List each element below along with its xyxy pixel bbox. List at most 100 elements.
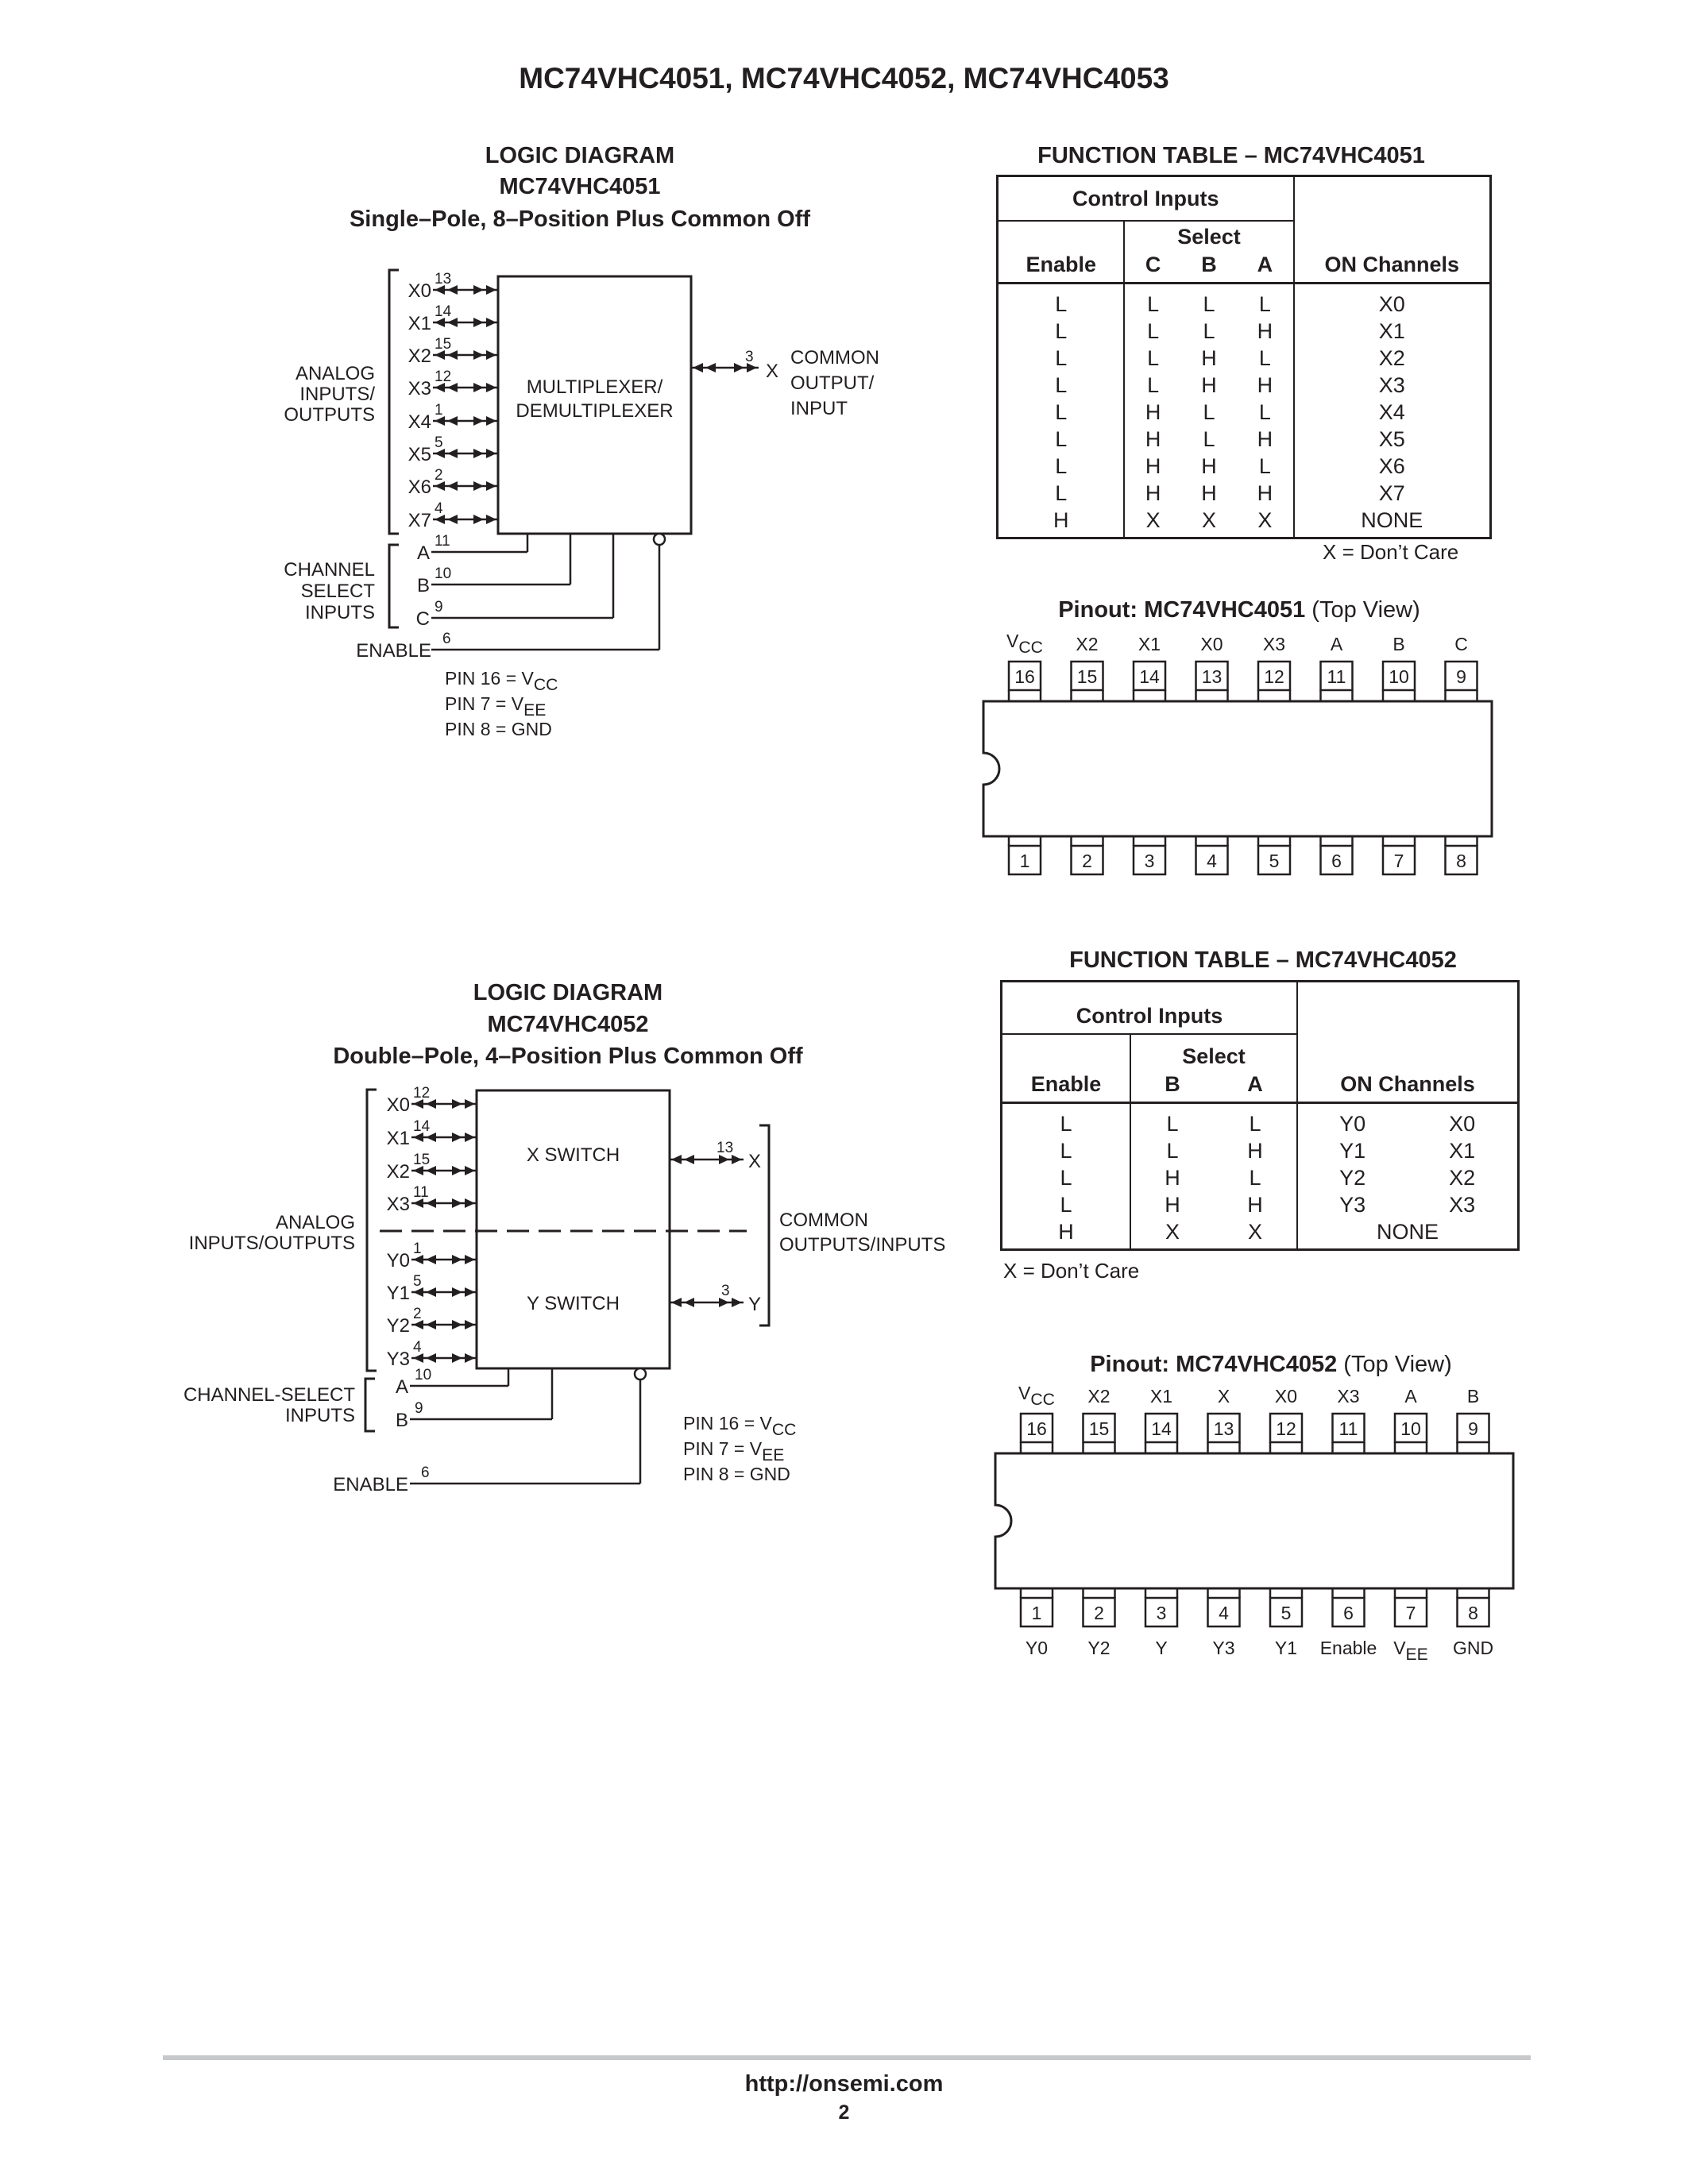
enable-inversion-bubble bbox=[652, 532, 666, 546]
input-arrow-X4-arrow-right bbox=[486, 416, 496, 426]
table-cell: H bbox=[1214, 1137, 1298, 1164]
select-label-A: A bbox=[396, 1376, 408, 1398]
top-pin-box bbox=[1331, 1412, 1365, 1444]
common-output-label: OUTPUT/ bbox=[790, 372, 875, 394]
top-pin-label-X1: X1 bbox=[1138, 634, 1161, 654]
table-cell: X1 bbox=[1449, 1138, 1476, 1163]
logic-diagram-4052-title: LOGIC DIAGRAM bbox=[473, 980, 663, 1005]
top-pin-label-X: X bbox=[1218, 1386, 1230, 1406]
bottom-pin-number: 8 bbox=[1468, 1603, 1478, 1623]
table-cell: L bbox=[1147, 372, 1160, 397]
bottom-pin-box bbox=[1070, 844, 1104, 876]
input-label-X7: X7 bbox=[408, 510, 431, 531]
top-pin-number: 14 bbox=[1151, 1418, 1172, 1439]
top-pin-box bbox=[1019, 1412, 1054, 1444]
enable-label: ENABLE bbox=[333, 1474, 408, 1495]
table-cell: X0 bbox=[1449, 1111, 1476, 1136]
input-arrow-X3-arrow-right2 bbox=[452, 1198, 462, 1208]
table-cell: Y0 bbox=[1339, 1111, 1366, 1136]
table-cell: L bbox=[1203, 291, 1215, 316]
input-arrow-X3-arrow-right bbox=[465, 1198, 475, 1208]
input-arrow-X5-arrow-left bbox=[435, 449, 445, 458]
input-label-X0: X0 bbox=[387, 1094, 410, 1116]
top-pin-label-X0: X0 bbox=[1275, 1386, 1297, 1406]
pin-number-15: 15 bbox=[435, 336, 451, 353]
top-pin-box bbox=[1257, 660, 1292, 692]
y-switch-label: Y SWITCH bbox=[527, 1293, 620, 1314]
analog-bracket bbox=[388, 268, 399, 535]
select-bracket bbox=[388, 543, 399, 629]
table-cell: H bbox=[1145, 399, 1161, 424]
table-cell: L bbox=[1166, 1138, 1179, 1163]
document-title: MC74VHC4051, MC74VHC4052, MC74VHC4053 bbox=[519, 62, 1169, 95]
table-cell: NONE bbox=[1361, 507, 1423, 532]
mux-block-label-1: MULTIPLEXER/ bbox=[527, 376, 663, 398]
bottom-pin-label-GND: GND bbox=[1453, 1638, 1493, 1658]
bottom-pin-number: 1 bbox=[1020, 851, 1030, 871]
select-label-C: C bbox=[416, 608, 430, 630]
pin-number-12: 12 bbox=[435, 369, 451, 385]
input-label-Y1: Y1 bbox=[387, 1283, 410, 1304]
table-cell: X2 bbox=[1378, 345, 1405, 370]
table-cell: L bbox=[1001, 1137, 1131, 1164]
input-arrow-X4-arrow-left bbox=[435, 416, 445, 426]
input-arrow-Y3-arrow-right2 bbox=[452, 1353, 462, 1363]
input-arrow-Y0-arrow-left2 bbox=[426, 1255, 436, 1264]
output-arrow-x-arrow-right bbox=[747, 363, 757, 372]
input-label-Y3: Y3 bbox=[387, 1349, 410, 1370]
input-arrow-X2-arrow-right bbox=[486, 350, 496, 360]
table-cell: L bbox=[1214, 1102, 1298, 1137]
pin-number-9: 9 bbox=[435, 599, 443, 615]
top-pin-box bbox=[1195, 660, 1229, 692]
input-arrow-X3-arrow-left bbox=[435, 383, 445, 392]
bottom-pin-box bbox=[1195, 844, 1229, 876]
input-arrow-X2-arrow-left2 bbox=[426, 1166, 436, 1175]
table-cell: H bbox=[1165, 1192, 1180, 1217]
top-pin-number: 14 bbox=[1139, 666, 1160, 687]
input-arrow-X0-arrow-right bbox=[486, 285, 496, 295]
top-pin-number: 16 bbox=[1026, 1418, 1047, 1439]
pin-number-5: 5 bbox=[435, 434, 443, 451]
output-arrow-x-arrow-left bbox=[693, 363, 703, 372]
input-arrow-X6-arrow-left bbox=[435, 481, 445, 491]
col-a: A bbox=[1247, 1072, 1263, 1096]
table-cell: L bbox=[997, 399, 1126, 426]
top-pin-box bbox=[1444, 660, 1478, 692]
select-label-B: B bbox=[396, 1410, 408, 1431]
function-table-4052-title: FUNCTION TABLE – MC74VHC4052 bbox=[1069, 947, 1457, 973]
input-arrow-X4-arrow-right2 bbox=[473, 416, 484, 426]
input-arrow-X5-arrow-right2 bbox=[473, 449, 484, 458]
select-group-label: CHANNEL bbox=[284, 559, 375, 581]
input-label-X6: X6 bbox=[408, 477, 431, 498]
logic-diagram-4051-title: LOGIC DIAGRAM bbox=[485, 143, 675, 168]
x-switch-label: X SWITCH bbox=[527, 1144, 620, 1166]
top-pin-label-A: A bbox=[1404, 1386, 1417, 1406]
top-pin-label-A: A bbox=[1331, 634, 1343, 654]
bottom-pin-box bbox=[1381, 844, 1416, 876]
table-cell: H bbox=[1214, 1191, 1298, 1218]
table-cell: X2 bbox=[1449, 1165, 1476, 1190]
top-pin-label: VCC bbox=[1018, 1383, 1055, 1409]
bottom-pin-box bbox=[1007, 844, 1042, 876]
input-arrow-X1-arrow-left bbox=[413, 1133, 423, 1142]
footer-divider bbox=[163, 2055, 1531, 2060]
input-arrow-Y0-arrow-left bbox=[413, 1255, 423, 1264]
enable-header: Enable bbox=[997, 221, 1126, 284]
pin-note: PIN 16 = VCC bbox=[445, 668, 558, 694]
input-arrow-X1-arrow-left2 bbox=[447, 318, 458, 327]
input-arrow-Y2-arrow-right2 bbox=[452, 1320, 462, 1329]
top-pin-box bbox=[1082, 1412, 1116, 1444]
bottom-pin-label-Y: Y bbox=[1155, 1638, 1167, 1658]
bottom-pin-number: 1 bbox=[1032, 1603, 1042, 1623]
top-pin-box bbox=[1070, 660, 1104, 692]
table-cell: X bbox=[1237, 507, 1295, 538]
input-arrow-X0-arrow-left bbox=[413, 1099, 423, 1109]
input-arrow-X3-arrow-left2 bbox=[447, 383, 458, 392]
on-channels-header: ON Channels bbox=[1297, 981, 1519, 1104]
